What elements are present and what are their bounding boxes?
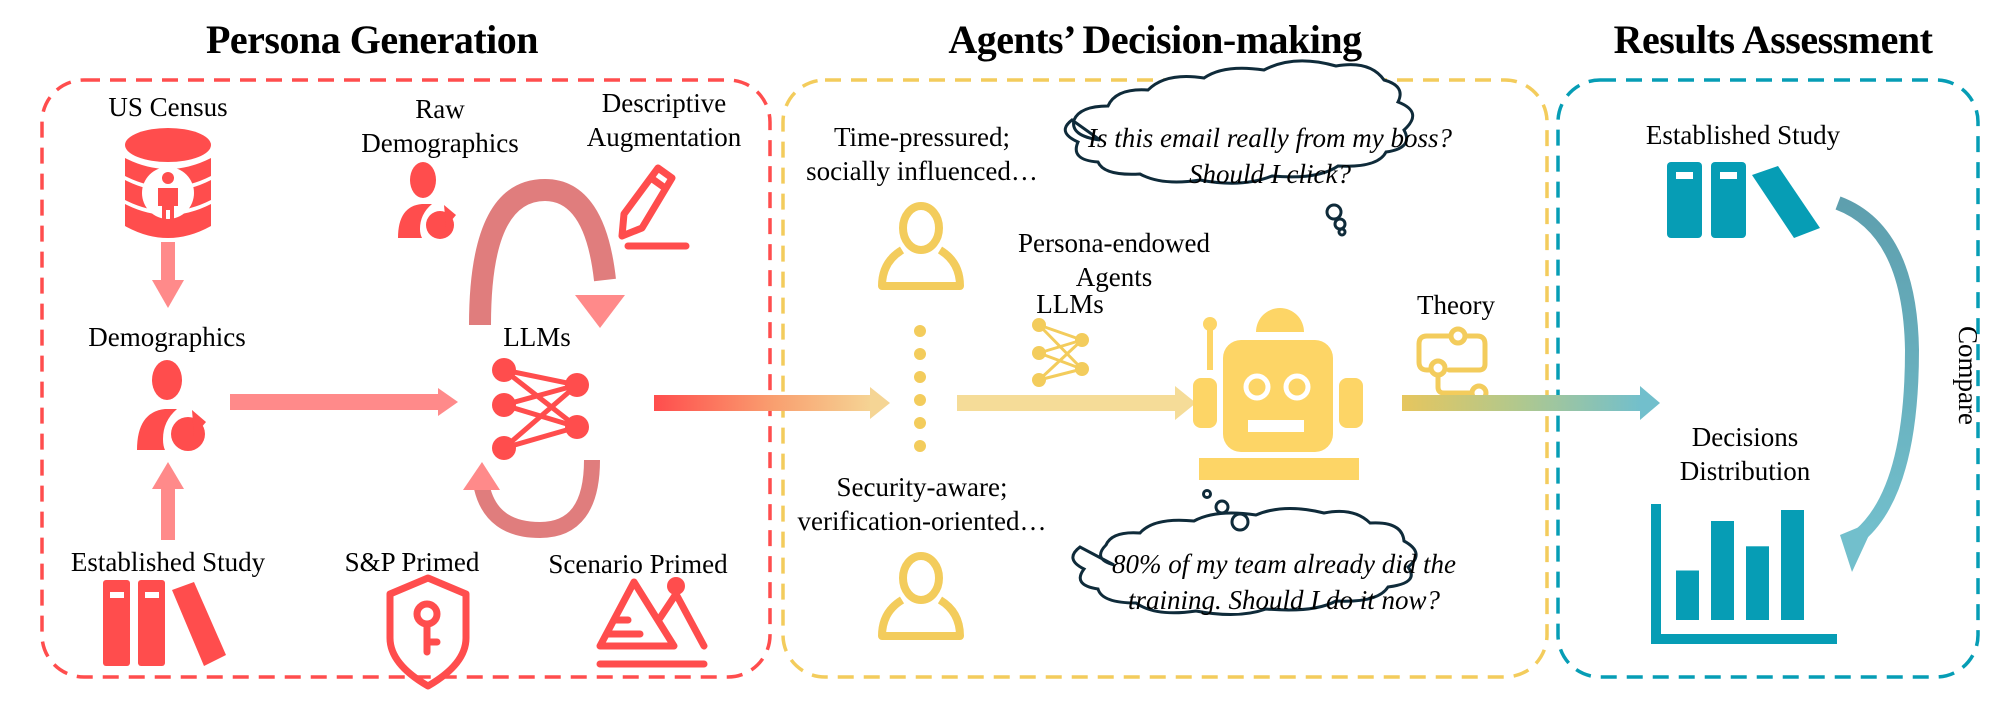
- arrow-census-to-demographics: [152, 242, 184, 308]
- arrow-personas-to-agents: [957, 386, 1196, 420]
- label-persona-bottom-line2: verification-oriented…: [797, 506, 1047, 536]
- refine-loop-arrow-top: [469, 178, 625, 328]
- arrow-study-to-demographics: [152, 462, 184, 540]
- label-persona-top-line2: socially influenced…: [806, 156, 1038, 186]
- label-agents-line2: Agents: [1075, 262, 1153, 292]
- label-decisions-line1: Decisions: [1691, 422, 1799, 452]
- neural-network-icon-agents: [1032, 318, 1089, 387]
- label-established-study-persona: Established Study: [70, 547, 266, 577]
- label-llms-persona: LLMs: [503, 322, 571, 352]
- thought-text-bottom-line1: 80% of my team already did the: [1112, 549, 1456, 579]
- theory-flow-icon: [1416, 326, 1489, 403]
- bar-chart-icon-bar: [1676, 570, 1699, 620]
- label-descriptive-augmentation-line2: Augmentation: [586, 122, 742, 152]
- bar-chart-axis-x: [1651, 634, 1837, 644]
- user-chart-icon-raw: [398, 162, 456, 239]
- pencil-icon: [618, 164, 690, 250]
- bar-chart-icon: [1651, 504, 1837, 644]
- user-chart-icon-demographics: [137, 360, 206, 451]
- label-persona-top-line1: Time-pressured;: [834, 122, 1010, 152]
- ellipsis-dots-vertical: [914, 325, 926, 452]
- thought-text-top-line2: Should I click?: [1189, 159, 1351, 189]
- arrow-demographics-to-llms: [230, 388, 458, 416]
- section-title-results-assessment: Results Assessment: [1613, 17, 1933, 62]
- books-icon-results: [1667, 162, 1820, 238]
- section-title-agents-decision-making: Agents’ Decision-making: [948, 17, 1362, 62]
- bar-chart-axis-y: [1651, 504, 1661, 644]
- persona-generation-panel: [40, 78, 772, 679]
- label-raw-demographics-line1: Raw: [415, 94, 465, 124]
- neural-network-icon-persona: [492, 358, 589, 460]
- label-decisions-line2: Distribution: [1679, 456, 1811, 486]
- bar-chart-icon-bar: [1781, 510, 1804, 620]
- thought-bubble-top: [1063, 59, 1415, 237]
- refine-loop-arrow-bottom: [463, 459, 600, 539]
- bar-chart-icon-bar: [1746, 546, 1769, 620]
- mountain-scenario-icon: [596, 577, 708, 668]
- bar-chart-icon-bar: [1711, 521, 1734, 620]
- label-scenario-primed: Scenario Primed: [548, 549, 728, 579]
- thought-text-top-line1: Is this email really from my boss?: [1088, 123, 1452, 153]
- label-persona-endowed-agents: Persona-endowed Agents: [1018, 226, 1210, 294]
- books-icon-persona: [103, 580, 226, 666]
- label-sp-primed: S&P Primed: [344, 547, 480, 577]
- label-llms-agents: LLMs: [1036, 289, 1104, 319]
- label-descriptive-augmentation: Descriptive Augmentation: [587, 86, 741, 154]
- label-descriptive-augmentation-line1: Descriptive: [601, 88, 727, 118]
- thought-bubble-bottom: [1071, 489, 1418, 617]
- label-persona-bottom: Security-aware; verification-oriented…: [798, 470, 1047, 538]
- arrow-agents-to-results: [1402, 386, 1660, 420]
- results-assessment-panel: [1556, 78, 1980, 679]
- person-outline-icon-top: [878, 202, 964, 290]
- thought-text-bottom-line2: training. Should I do it now?: [1127, 585, 1441, 615]
- compare-arrow: [1835, 196, 1920, 572]
- person-outline-icon-bottom: [878, 552, 964, 640]
- label-theory: Theory: [1417, 290, 1495, 320]
- label-decisions-distribution: Decisions Distribution: [1680, 420, 1811, 488]
- shield-key-icon: [386, 574, 470, 690]
- section-title-persona-generation: Persona Generation: [205, 17, 539, 62]
- arrow-persona-to-agents: [654, 387, 890, 419]
- label-persona-top: Time-pressured; socially influenced…: [806, 120, 1038, 188]
- label-us-census: US Census: [108, 92, 228, 122]
- robot-agent-icon: [1193, 308, 1363, 480]
- database-person-icon: [125, 128, 211, 238]
- label-raw-demographics: Raw Demographics: [361, 92, 518, 160]
- thought-text-bottom: 80% of my team already did the training.…: [1112, 546, 1456, 618]
- label-demographics: Demographics: [88, 322, 246, 352]
- label-persona-bottom-line1: Security-aware;: [836, 472, 1008, 502]
- label-established-study-results: Established Study: [1645, 120, 1841, 150]
- label-agents-line1: Persona-endowed: [1018, 228, 1210, 258]
- label-raw-demographics-line2: Demographics: [361, 128, 519, 158]
- thought-text-top: Is this email really from my boss? Shoul…: [1088, 120, 1452, 192]
